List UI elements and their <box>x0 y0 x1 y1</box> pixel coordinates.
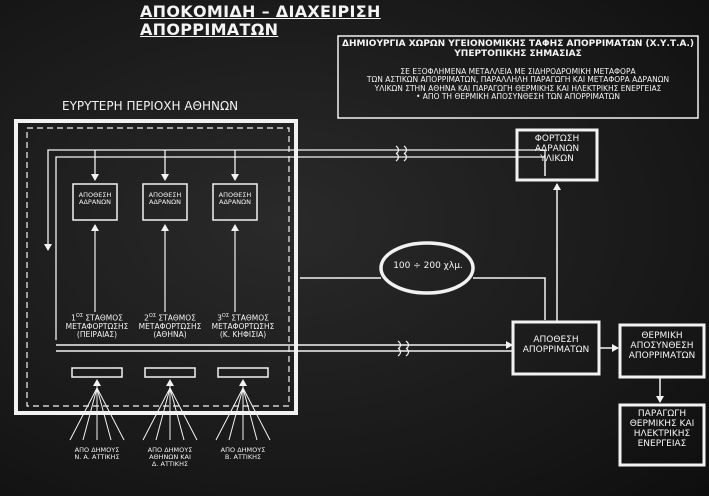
info-heading-line2: ΥΠΕΡΤΟΠΙΚΗΣ ΣΗΜΑΣΙΑΣ <box>454 48 582 59</box>
energy-box <box>618 403 706 467</box>
source-2-line3: Δ. ΑΤΤΙΚΗΣ <box>151 460 189 469</box>
station-1-suffix: ος <box>75 313 84 319</box>
storage-box-2 <box>142 183 188 221</box>
energy-line3: ΗΛΕΚΤΡΙΚΗΣ <box>633 428 691 439</box>
station-1-line2: ΜΕΤΑΦΟΡΤΩΣΗΣ <box>65 321 129 331</box>
station-3-place: (Κ. ΚΗΦΙΣΙΑ) <box>219 330 267 339</box>
distance-oval <box>379 241 475 295</box>
storage-box-3 <box>212 183 258 221</box>
energy-line1: ΠΑΡΑΓΩΓΗ <box>637 409 687 419</box>
info-body-line4: • ΑΠΟ ΤΗ ΘΕΡΜΙΚΗ ΑΠΟΣΥΝΘΕΣΗ ΤΩΝ ΑΠΟΡΡΙΜΑ… <box>415 91 621 101</box>
station-2-number: 2 <box>144 313 149 323</box>
station-2-place: (ΑΘΗΝΑ) <box>153 330 187 339</box>
station-bar-1 <box>71 367 123 378</box>
loading-label: ΦΟΡΤΩΣΗ ΑΔΡΑΝΩΝ ΥΛΙΚΩΝ <box>517 134 597 165</box>
station-2-suffix: ος <box>148 313 157 319</box>
station-1-label: 1ος ΣΤΑΘΜΟΣ ΜΕΤΑΦΟΡΤΩΣΗΣ (ΠΕΙΡΑΙΑΣ) <box>62 313 132 339</box>
region-dashed-frame <box>26 127 290 407</box>
station-bar-3 <box>217 367 269 378</box>
storage-box-1 <box>72 183 118 221</box>
waste-storage-label: ΑΠΟΘΕΣΗ ΑΠΟΡΡΙΜΑΤΩΝ <box>513 335 599 356</box>
source-1-line1: ΑΠΟ ΔΗΜΟΥΣ <box>74 446 120 454</box>
info-heading-line1: ΔΗΜΙΟΥΡΓΙΑ ΧΩΡΩΝ ΥΓΕΙΟΝΟΜΙΚΗΣ ΤΑΦΗΣ ΑΠΟΡ… <box>341 39 695 49</box>
source-fan-2 <box>142 379 198 441</box>
station-1-title: 1ος ΣΤΑΘΜΟΣ <box>62 313 132 323</box>
info-box <box>337 35 699 119</box>
station-bar-2 <box>144 367 196 378</box>
thermal-line2: ΑΠΟΣΥΝΘΕΣΗ <box>630 340 694 351</box>
loading-box <box>515 128 599 182</box>
station-3-label: 3ος ΣΤΑΘΜΟΣ ΜΕΤΑΦΟΡΤΩΣΗΣ (Κ. ΚΗΦΙΣΙΑ) <box>208 313 278 339</box>
storage-box-3-line2: ΑΔΡΑΝΩΝ <box>219 198 251 207</box>
source-2-label: ΑΠΟ ΔΗΜΟΥΣ ΑΘΗΝΩΝ ΚΑΙ Δ. ΑΤΤΙΚΗΣ <box>135 446 205 469</box>
thermal-line3: ΑΠΟΡΡΙΜΑΤΩΝ <box>628 350 696 361</box>
thermal-box <box>618 323 706 379</box>
waste-storage-line1: ΑΠΟΘΕΣΗ <box>533 335 579 345</box>
source-fan-3 <box>215 379 271 441</box>
station-2-line1: ΣΤΑΘΜΟΣ <box>158 313 196 323</box>
station-2-line2: ΜΕΤΑΦΟΡΤΩΣΗΣ <box>138 321 202 331</box>
source-2-line2: ΑΘΗΝΩΝ ΚΑΙ <box>149 453 191 462</box>
source-2-line1: ΑΠΟ ΔΗΜΟΥΣ <box>147 446 193 454</box>
storage-box-1-line2: ΑΔΡΑΝΩΝ <box>79 198 111 207</box>
thermal-label: ΘΕΡΜΙΚΗ ΑΠΟΣΥΝΘΕΣΗ ΑΠΟΡΡΙΜΑΤΩΝ <box>620 331 704 362</box>
loading-line3: ΥΛΙΚΩΝ <box>540 153 574 164</box>
storage-box-2-line2: ΑΔΡΑΝΩΝ <box>149 198 181 207</box>
loading-line1: ΦΟΡΤΩΣΗ <box>534 134 580 144</box>
station-3-number: 3 <box>217 313 222 323</box>
storage-box-2-line1: ΑΠΟΘΕΣΗ <box>148 191 182 199</box>
source-3-line1: ΑΠΟ ΔΗΜΟΥΣ <box>220 446 266 454</box>
source-1-line2: Ν. Α. ΑΤΤΙΚΗΣ <box>74 453 120 462</box>
info-body: ΣΕ ΕΞΟΦΛΗΜΕΝΑ ΜΕΤΑΛΛΕΙΑ ΜΕ ΣΙΔΗΡΟΔΡΟΜΙΚΗ… <box>340 67 696 101</box>
station-3-line1: ΣΤΑΘΜΟΣ <box>231 313 269 323</box>
energy-line4: ΕΝΕΡΓΕΙΑΣ <box>637 438 687 449</box>
station-2-label: 2ος ΣΤΑΘΜΟΣ ΜΕΤΑΦΟΡΤΩΣΗΣ (ΑΘΗΝΑ) <box>135 313 205 339</box>
storage-box-1-line1: ΑΠΟΘΕΣΗ <box>78 191 112 199</box>
distance-label: 100 ÷ 200 χλμ. <box>393 261 463 271</box>
info-body-line1: ΣΕ ΕΞΟΦΛΗΜΕΝΑ ΜΕΤΑΛΛΕΙΑ ΜΕ ΣΙΔΗΡΟΔΡΟΜΙΚΗ… <box>400 67 636 76</box>
station-1-number: 1 <box>71 313 76 323</box>
region-frame <box>14 119 298 415</box>
storage-box-3-label: ΑΠΟΘΕΣΗ ΑΔΡΑΝΩΝ <box>213 191 257 207</box>
region-label: ΕΥΡΥΤΕΡΗ ΠΕΡΙΟΧΗ ΑΘΗΝΩΝ <box>62 99 239 113</box>
source-1-label: ΑΠΟ ΔΗΜΟΥΣ Ν. Α. ΑΤΤΙΚΗΣ <box>62 446 132 462</box>
station-1-line1: ΣΤΑΘΜΟΣ <box>85 313 123 323</box>
station-2-title: 2ος ΣΤΑΘΜΟΣ <box>135 313 205 323</box>
storage-box-1-label: ΑΠΟΘΕΣΗ ΑΔΡΑΝΩΝ <box>73 191 117 207</box>
info-heading: ΔΗΜΙΟΥΡΓΙΑ ΧΩΡΩΝ ΥΓΕΙΟΝΟΜΙΚΗΣ ΤΑΦΗΣ ΑΠΟΡ… <box>340 39 696 60</box>
station-3-line2: ΜΕΤΑΦΟΡΤΩΣΗΣ <box>211 321 275 331</box>
loading-line2: ΑΔΡΑΝΩΝ <box>534 143 580 154</box>
info-body-line3: ΥΛΙΚΩΝ ΣΤΗΝ ΑΘΗΝΑ ΚΑΙ ΠΑΡΑΓΩΓΗ ΘΕΡΜΙΚΗΣ … <box>374 83 662 93</box>
storage-box-2-label: ΑΠΟΘΕΣΗ ΑΔΡΑΝΩΝ <box>143 191 187 207</box>
station-3-suffix: ος <box>221 313 230 319</box>
source-3-line2: Β. ΑΤΤΙΚΗΣ <box>224 453 262 462</box>
source-3-label: ΑΠΟ ΔΗΜΟΥΣ Β. ΑΤΤΙΚΗΣ <box>208 446 278 462</box>
info-body-line2: ΤΩΝ ΑΣΤΙΚΩΝ ΑΠΟΡΡΙΜΑΤΩΝ, ΠΑΡΑΛΛΗΛΗ ΠΑΡΑΓ… <box>366 75 670 85</box>
energy-label: ΠΑΡΑΓΩΓΗ ΘΕΡΜΙΚΗΣ ΚΑΙ ΗΛΕΚΤΡΙΚΗΣ ΕΝΕΡΓΕΙ… <box>620 409 704 450</box>
thermal-line1: ΘΕΡΜΙΚΗ <box>641 331 683 341</box>
energy-line2: ΘΕΡΜΙΚΗΣ ΚΑΙ <box>629 418 695 429</box>
station-1-place: (ΠΕΙΡΑΙΑΣ) <box>76 330 118 339</box>
source-fan-1 <box>69 379 125 441</box>
waste-storage-line2: ΑΠΟΡΡΙΜΑΤΩΝ <box>522 344 590 355</box>
page-title: ΑΠΟΚΟΜΙΔΗ – ΔΙΑΧΕΙΡΙΣΗ ΑΠΟΡΡΙΜΑΤΩΝ <box>140 2 381 39</box>
station-3-title: 3ος ΣΤΑΘΜΟΣ <box>208 313 278 323</box>
storage-box-3-line1: ΑΠΟΘΕΣΗ <box>218 191 252 199</box>
